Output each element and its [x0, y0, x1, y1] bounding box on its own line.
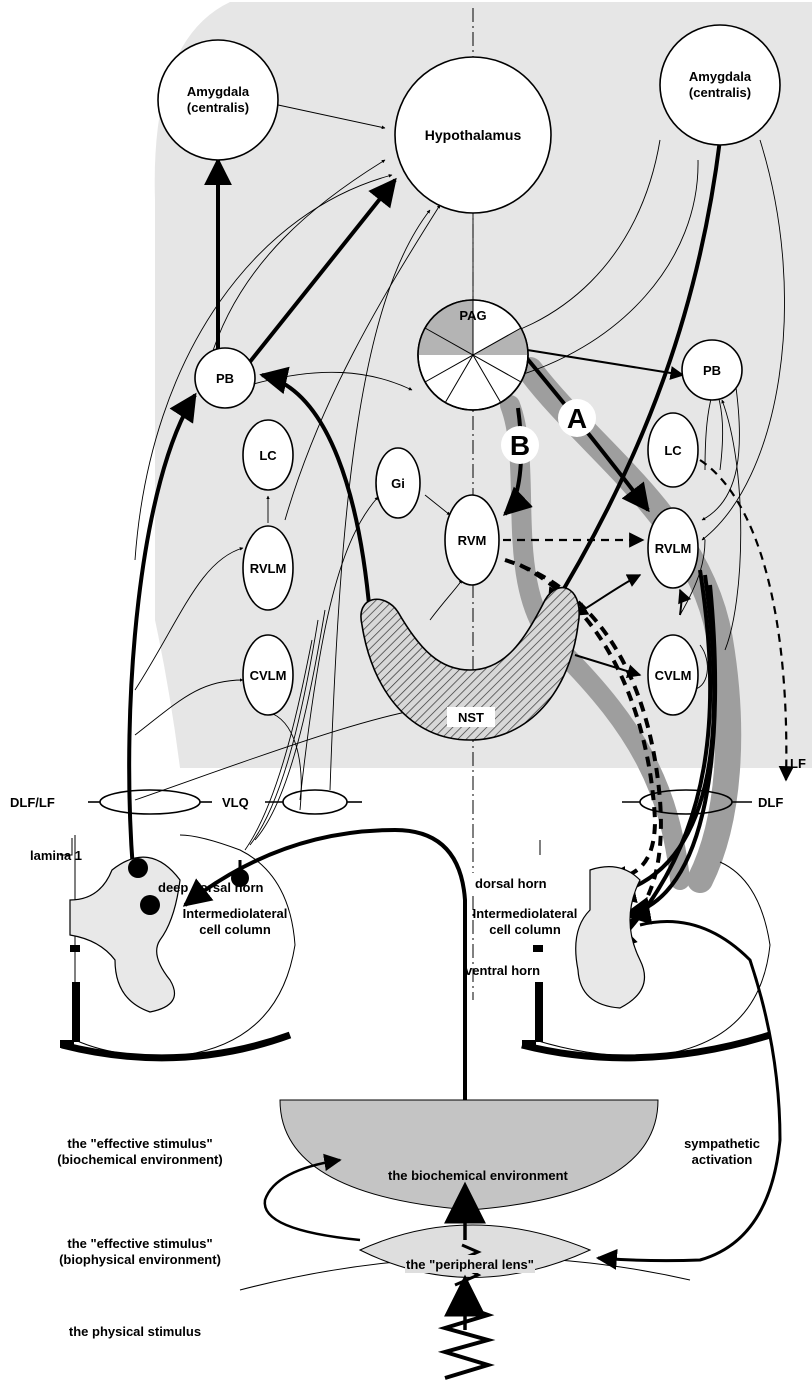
lc-right-label: LC [664, 443, 682, 458]
thin-connections [134, 99, 785, 851]
pathway-a-badge: A [558, 399, 596, 437]
lf-right-label: LF [790, 756, 806, 771]
hypothalamus-node: Hypothalamus [394, 56, 552, 214]
effective-biophys-label-1: the "effective stimulus" [67, 1236, 212, 1251]
biochemical-env-label: the biochemical environment [388, 1168, 569, 1183]
rvlm-left-label: RVLM [250, 561, 287, 576]
rvlm-right-label: RVLM [655, 541, 692, 556]
cvlm-left-node: CVLM [242, 634, 294, 716]
amygdala-right-node: Amygdala (centralis) [659, 24, 781, 146]
amygdala-right-label-2: (centralis) [689, 85, 751, 100]
pb-left-label: PB [216, 371, 234, 386]
amygdala-left-label-2: (centralis) [187, 100, 249, 115]
sympathetic-label-1: sympathetic [684, 1136, 760, 1151]
nst-shape [360, 586, 580, 741]
tract-rings [88, 789, 752, 815]
rvlm-left-node: RVLM [242, 525, 294, 611]
iml-right-label-1: Intermediolateral [473, 906, 578, 921]
hypothalamus-label: Hypothalamus [425, 127, 522, 143]
pb-right-node: PB [681, 339, 743, 401]
amygdala-left-label-1: Amygdala [187, 84, 250, 99]
effective-biochem-label-1: the "effective stimulus" [67, 1136, 212, 1151]
gi-label: Gi [391, 476, 405, 491]
cvlm-right-node: CVLM [647, 634, 699, 716]
spinal-cord-left [60, 834, 296, 1062]
tract-vlq-label: VLQ [222, 795, 249, 810]
sympathetic-label-2: activation [692, 1152, 753, 1167]
ventral-horn-label: ventral horn [465, 963, 540, 978]
pb-right-label: PB [703, 363, 721, 378]
rvm-node: RVM [444, 494, 500, 586]
pathway-b-badge: B [501, 426, 539, 464]
rvm-label: RVM [458, 533, 487, 548]
physical-stimulus-label: the physical stimulus [69, 1324, 201, 1339]
iml-left-label-1: Intermediolateral [183, 906, 288, 921]
gi-node: Gi [375, 447, 421, 519]
lamina1-label: lamina 1 [30, 848, 82, 863]
cvlm-left-label: CVLM [250, 668, 287, 683]
dorsal-horn-label: dorsal horn [475, 876, 547, 891]
peripheral-lens-label: the "peripheral lens" [406, 1257, 534, 1272]
rvlm-right-node: RVLM [647, 507, 699, 589]
lc-left-node: LC [242, 419, 294, 491]
effective-biochem-label-2: (biochemical environment) [57, 1152, 222, 1167]
pathway-a-label: A [567, 403, 587, 434]
iml-left-label-2: cell column [199, 922, 271, 937]
pathway-b-label: B [510, 430, 530, 461]
lc-left-label: LC [259, 448, 277, 463]
tract-dlf-label: DLF [758, 795, 783, 810]
cvlm-right-label: CVLM [655, 668, 692, 683]
iml-right-label-2: cell column [489, 922, 561, 937]
nst-label: NST [458, 710, 484, 725]
effective-biophys-label-2: (biophysical environment) [59, 1252, 221, 1267]
pb-left-node: PB [194, 347, 256, 409]
pag-label: PAG [459, 308, 486, 323]
amygdala-left-node: Amygdala (centralis) [157, 39, 279, 161]
spinal-cord-right [521, 840, 772, 1062]
pag-node: PAG [417, 299, 529, 411]
lc-right-node: LC [647, 412, 699, 488]
thick-connections [127, 139, 722, 952]
tract-dlf-lf-label: DLF/LF [10, 795, 55, 810]
amygdala-right-label-1: Amygdala [689, 69, 752, 84]
